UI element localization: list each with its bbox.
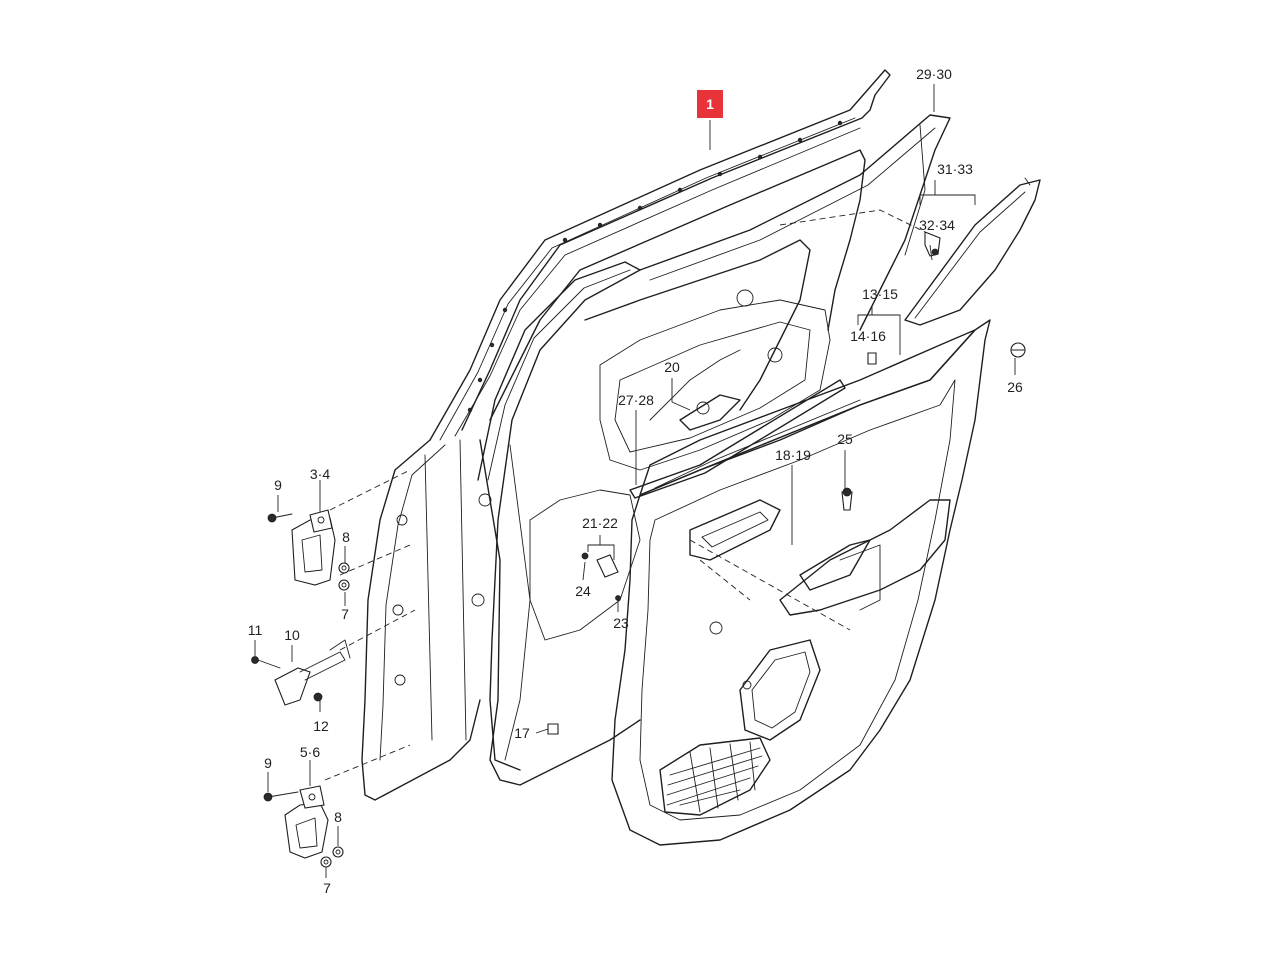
callout-8-lower[interactable]: 8 [334,809,342,825]
callout-17[interactable]: 17 [514,725,530,741]
callout-7-lower[interactable]: 7 [323,880,331,896]
callout-13-15[interactable]: 13·15 [862,286,898,302]
callout-20[interactable]: 20 [664,359,680,375]
door-shell [361,69,891,801]
frame-fastener-dots [467,120,843,413]
callout-21-22[interactable]: 21·22 [582,515,618,531]
glass-run-channel [639,114,951,331]
callout-10[interactable]: 10 [284,627,300,643]
callout-12[interactable]: 12 [313,718,329,734]
door-trim-panel [611,319,991,846]
window-regulator [584,239,811,431]
speaker-grille [666,741,763,813]
lower-hinge [263,785,344,868]
callout-1-box[interactable] [697,90,723,118]
callout-5-6[interactable]: 5·6 [300,744,320,760]
delta-moulding [904,177,1041,326]
callout-1-label[interactable]: 1 [706,96,714,112]
callout-3-4[interactable]: 3·4 [310,466,330,482]
leader-lines [254,84,1016,878]
callout-31-33[interactable]: 31·33 [937,161,973,177]
callout-18-19[interactable]: 18·19 [775,447,811,463]
callout-labels: 29·30 31·33 32·34 13·15 14·16 26 20 27·2… [248,66,1023,896]
callout-25[interactable]: 25 [837,431,853,447]
callout-14-16[interactable]: 14·16 [850,328,886,344]
upper-hinge [267,509,350,591]
callout-9-lower[interactable]: 9 [264,755,272,771]
callout-8-upper[interactable]: 8 [342,529,350,545]
callout-29-30[interactable]: 29·30 [916,66,952,82]
callout-11[interactable]: 11 [248,622,263,638]
callout-27-28[interactable]: 27·28 [618,392,654,408]
callout-7-upper[interactable]: 7 [341,606,349,622]
callout-32-34[interactable]: 32·34 [919,217,955,233]
callout-23[interactable]: 23 [613,615,629,631]
assembly-lines [324,209,926,781]
callout-26[interactable]: 26 [1007,379,1023,395]
door-checker [251,639,351,706]
callout-24[interactable]: 24 [575,583,591,599]
fasteners [547,231,1026,735]
belt-weatherstrip [629,379,846,499]
callout-9-upper[interactable]: 9 [274,477,282,493]
